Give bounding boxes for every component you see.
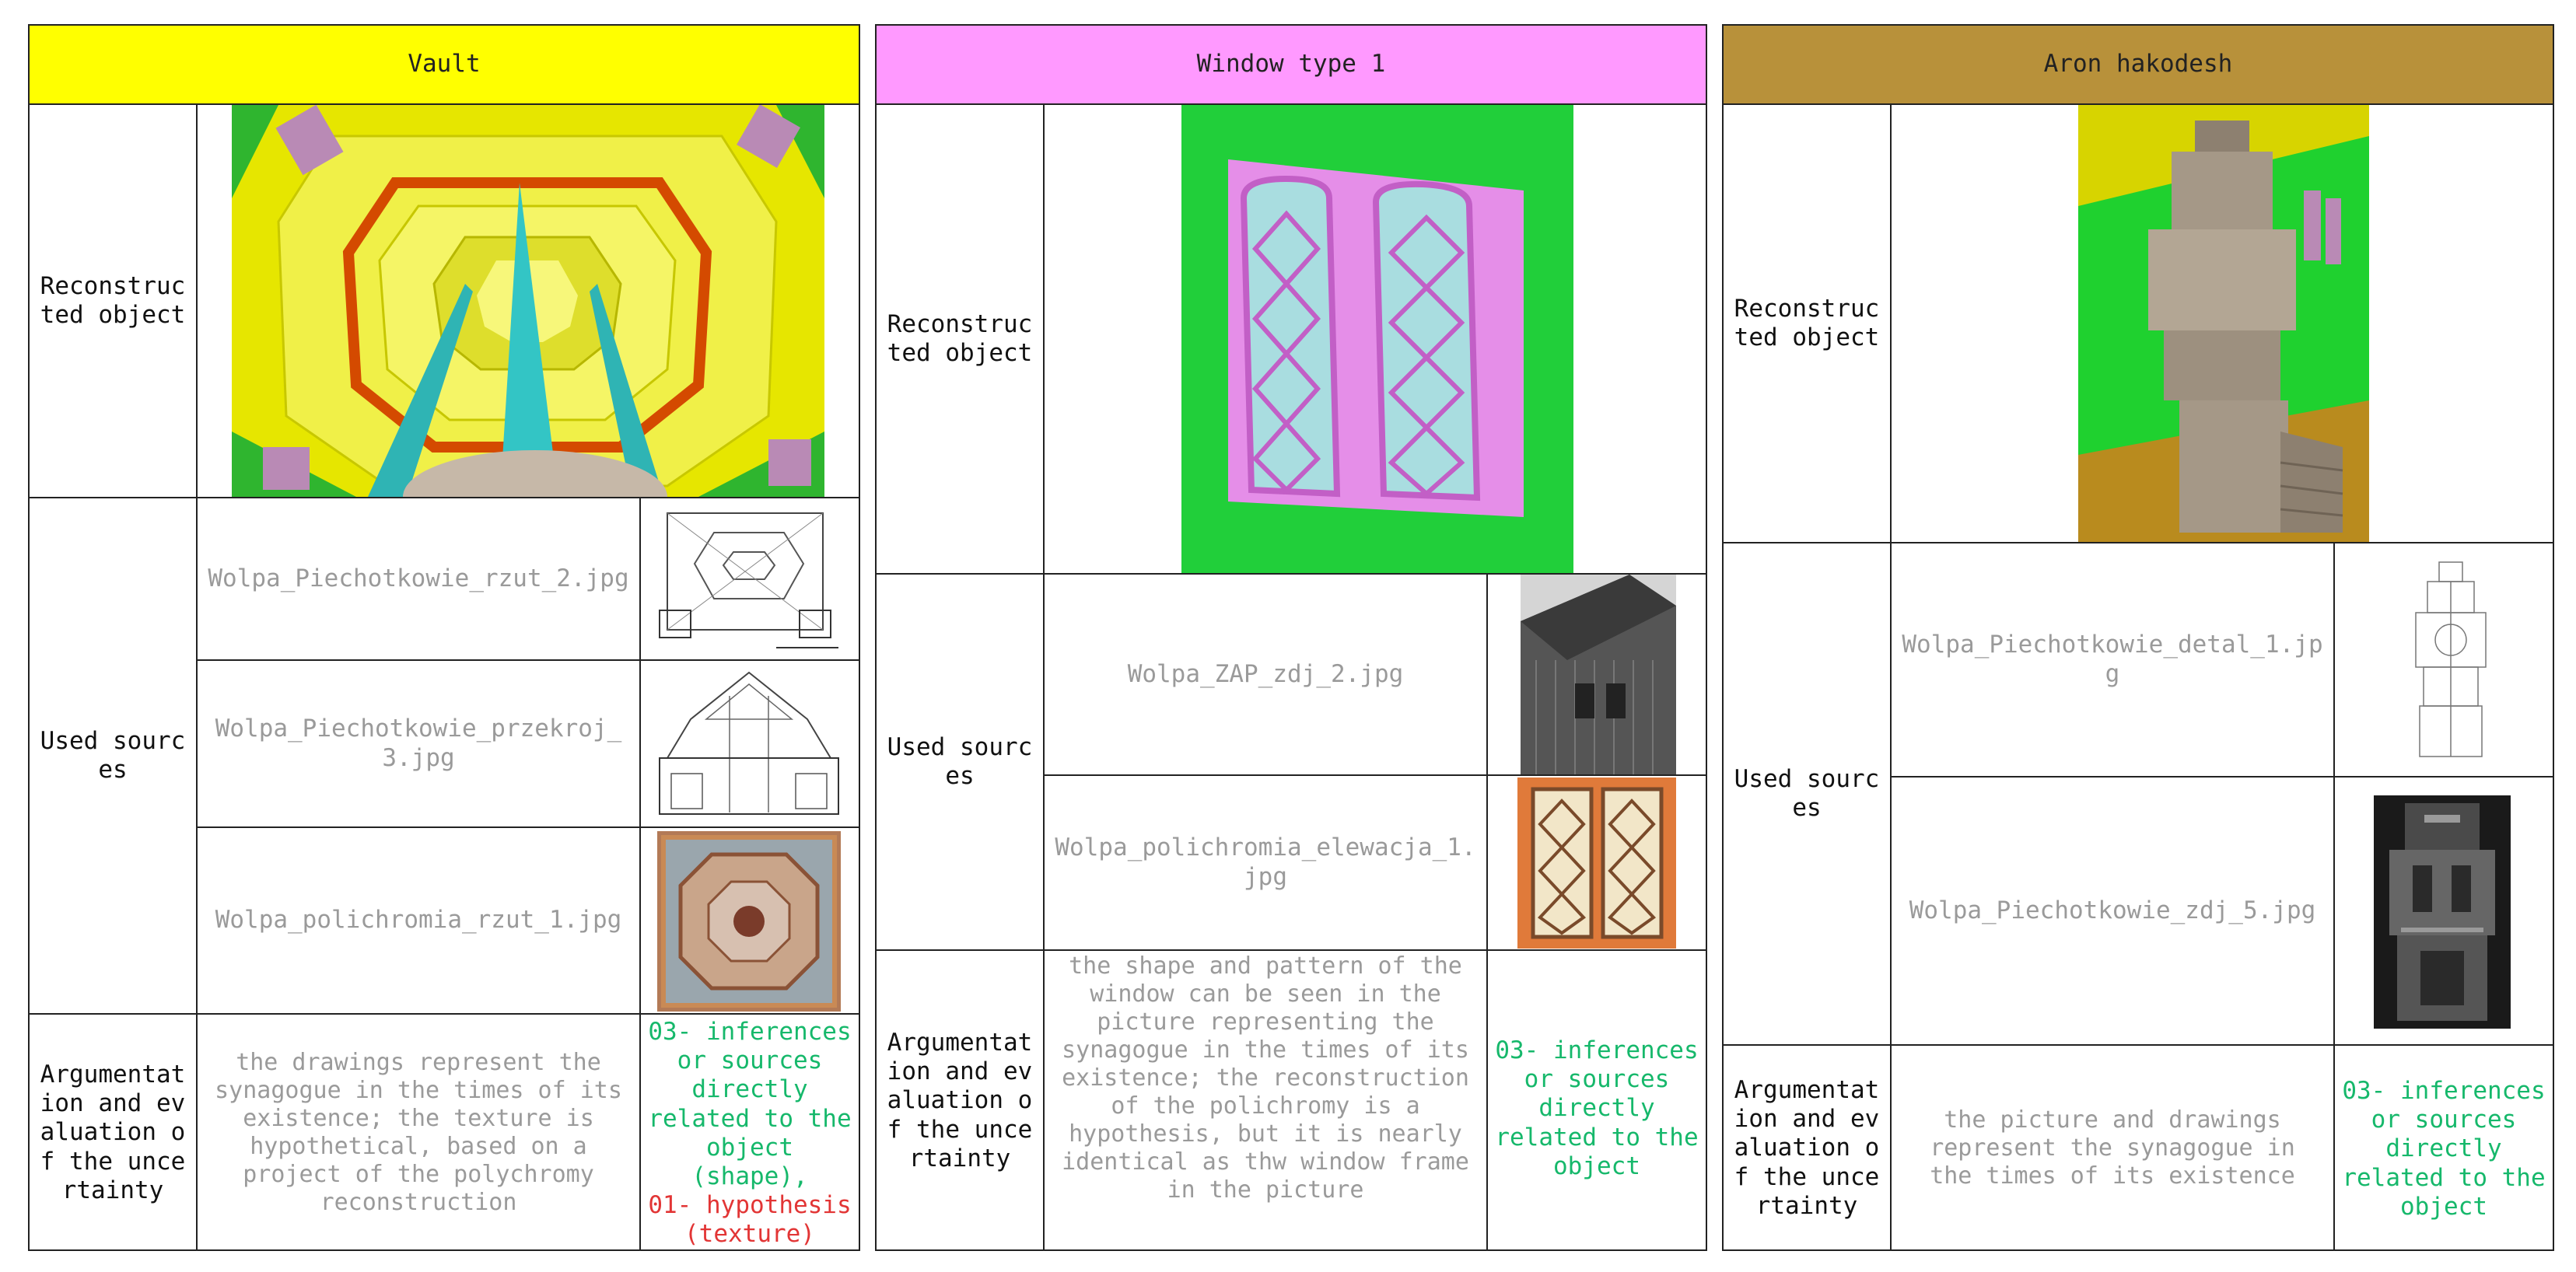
polychromy-plan-thumbnail <box>657 831 841 1012</box>
source-filename: Wolpa_Piechotkowie_detal_1.jpg <box>1902 631 2323 688</box>
divider <box>877 103 1706 105</box>
inference-red-text: 01- hypothesis (texture) <box>648 1191 852 1249</box>
inference-green-text: 03- inferences or sources directly relat… <box>2342 1077 2546 1221</box>
source-filename: Wolpa_polichromia_elewacja_1.jpg <box>1055 833 1476 891</box>
floor-plan-thumbnail <box>652 501 846 655</box>
inference-green-text: 03- inferences or sources directly relat… <box>648 1018 852 1190</box>
divider <box>196 103 198 1249</box>
divider <box>30 497 859 498</box>
divider <box>2333 542 2335 1249</box>
panel-title: Aron hakodesh <box>1724 26 2553 103</box>
inference-green-text: 03- inferences or sources directly relat… <box>1495 1036 1699 1180</box>
synagogue-photo-thumbnail <box>1521 575 1676 774</box>
panel-title: Window type 1 <box>877 26 1706 103</box>
window-render-image <box>1181 105 1573 573</box>
source-filename: Wolpa_Piechotkowie_zdj_5.jpg <box>1909 896 2316 924</box>
uncertainty-inference: 03- inferences or sources directly relat… <box>2335 1046 2553 1251</box>
row-label-reconstructed: Reconstructed object <box>887 309 1033 367</box>
row-label-reconstructed: Reconstructed object <box>1734 294 1880 351</box>
argumentation-text: the picture and drawings represent the s… <box>1930 1106 2295 1190</box>
aron-hakodesh-panel: Aron hakodesh Reconstructed object Used … <box>1722 24 2554 1251</box>
divider <box>1890 103 1892 1249</box>
divider <box>1043 103 1045 1249</box>
window-type-1-panel: Window type 1 Reconstructed object Used … <box>875 24 1707 1251</box>
divider <box>196 659 859 661</box>
uncertainty-inference: 03- inferences or sources directly relat… <box>641 1015 859 1251</box>
vault-render-image <box>232 105 824 497</box>
divider <box>1724 542 2553 543</box>
divider <box>1043 774 1706 776</box>
divider <box>30 1013 859 1015</box>
divider <box>30 103 859 105</box>
argumentation-text: the shape and pattern of the window can … <box>1062 952 1469 1204</box>
row-label-argumentation: Argumentation and evaluation of the unce… <box>887 1029 1033 1172</box>
aron-photo-thumbnail <box>2374 795 2511 1029</box>
uncertainty-inference: 03- inferences or sources directly relat… <box>1488 951 1706 1251</box>
divider <box>639 497 641 1249</box>
row-label-reconstructed: Reconstructed object <box>40 271 186 329</box>
section-drawing-thumbnail <box>652 665 846 822</box>
divider <box>1724 103 2553 105</box>
source-filename: Wolpa_Piechotkowie_rzut_2.jpg <box>208 564 629 592</box>
polychromy-elevation-thumbnail <box>1517 778 1676 949</box>
row-label-used-sources: Used sources <box>887 732 1033 790</box>
panel-title: Vault <box>30 26 859 103</box>
source-filename: Wolpa_ZAP_zdj_2.jpg <box>1127 659 1404 688</box>
row-label-used-sources: Used sources <box>40 726 186 784</box>
divider <box>196 826 859 828</box>
divider <box>1724 1044 2553 1046</box>
vault-panel: Vault Reconstructed object Used sources … <box>28 24 860 1251</box>
divider <box>877 949 1706 951</box>
source-filename: Wolpa_polichromia_rzut_1.jpg <box>215 906 622 935</box>
divider <box>1890 776 2553 778</box>
row-label-argumentation: Argumentation and evaluation of the unce… <box>1734 1076 1880 1220</box>
aron-hakodesh-render-image <box>2078 105 2369 542</box>
source-filename: Wolpa_Piechotkowie_przekroj_3.jpg <box>215 715 622 772</box>
aron-detail-drawing-thumbnail <box>2392 554 2509 764</box>
argumentation-text: the drawings represent the synagogue in … <box>215 1049 622 1216</box>
row-label-used-sources: Used sources <box>1734 764 1880 822</box>
divider <box>1486 573 1488 1249</box>
divider <box>877 573 1706 575</box>
row-label-argumentation: Argumentation and evaluation of the unce… <box>40 1061 186 1204</box>
